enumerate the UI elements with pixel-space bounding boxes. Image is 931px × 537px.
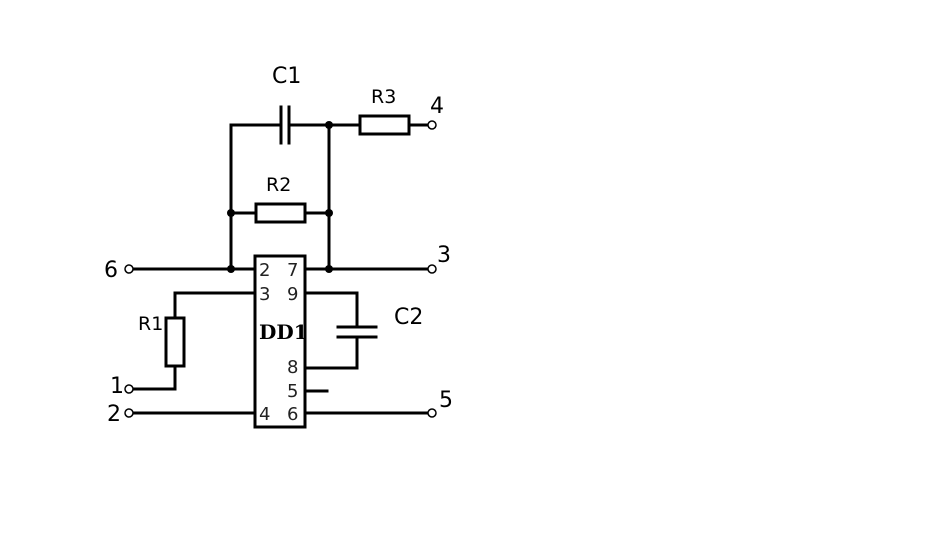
junction-dot <box>227 209 235 217</box>
ic-dd1 <box>253 254 307 429</box>
pin-label: 4 <box>259 404 270 425</box>
junction-dot <box>227 265 235 273</box>
label-c2: C2 <box>394 305 423 330</box>
terminal-5 <box>427 408 437 418</box>
terminals <box>124 120 437 418</box>
label-terminal-4: 4 <box>430 94 444 119</box>
resistor-r2 <box>254 202 307 224</box>
terminal-3 <box>427 264 437 274</box>
terminal-4 <box>427 120 437 130</box>
terminal-6 <box>124 264 134 274</box>
pin-label: 2 <box>259 260 270 281</box>
capacitor-c1 <box>279 105 291 145</box>
label-terminal-5: 5 <box>439 388 453 413</box>
label-r3: R3 <box>371 86 396 108</box>
label-r1: R1 <box>138 313 163 335</box>
junction-dot <box>325 265 333 273</box>
pin-label: 9 <box>287 284 298 305</box>
capacitor-c2 <box>336 325 378 339</box>
resistor-r3 <box>358 114 411 136</box>
junction-dot <box>325 121 333 129</box>
resistor-r1 <box>164 316 186 368</box>
pin-label: 8 <box>287 357 298 378</box>
label-c1: C1 <box>272 64 301 89</box>
pin-label: 6 <box>287 404 298 425</box>
pin-label: 5 <box>287 381 298 402</box>
label-terminal-6: 6 <box>104 258 118 283</box>
label-r2: R2 <box>266 174 291 196</box>
junction-dot <box>325 209 333 217</box>
wires <box>131 123 430 415</box>
label-terminal-3: 3 <box>437 243 451 268</box>
label-terminal-1: 1 <box>110 374 124 399</box>
pin-label: 3 <box>259 284 270 305</box>
terminal-2 <box>124 408 134 418</box>
terminal-1 <box>124 384 134 394</box>
pin-label: 7 <box>287 260 298 281</box>
label-dd1: DD1 <box>259 320 308 344</box>
label-terminal-2: 2 <box>107 402 121 427</box>
junctions <box>227 121 333 273</box>
